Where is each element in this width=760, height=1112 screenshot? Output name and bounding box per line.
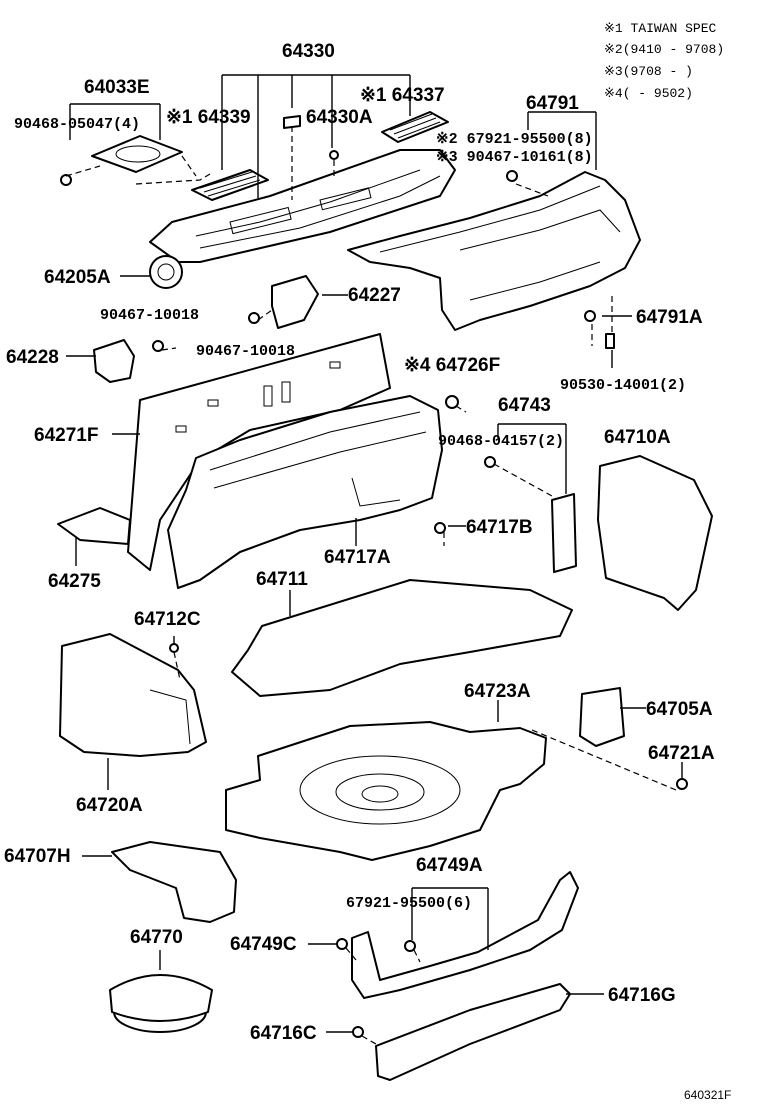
part-label-90467-10018-top[interactable]: 90467-10018 xyxy=(100,307,200,324)
part-label-90467-10161[interactable]: ※3 90467-10161(8) xyxy=(436,149,593,166)
legend-item-2: ※2(9410 - 9708) xyxy=(604,42,725,57)
bracket-64227-shape xyxy=(271,275,319,329)
trunk-trim-64717a-shape xyxy=(167,395,443,589)
part-label-64721a[interactable]: 64721A xyxy=(648,743,715,764)
part-label-90467-10018-bottom[interactable]: 90467-10018 xyxy=(196,343,296,360)
part-label-64717b[interactable]: 64717B xyxy=(466,517,533,538)
legend-item-4: ※4( - 9502) xyxy=(604,86,693,101)
panel-64275-shape xyxy=(57,507,131,545)
grommet-64205a-shape xyxy=(149,255,183,289)
part-label-90530-14001[interactable]: 90530-14001(2) xyxy=(560,377,687,394)
part-label-64705a[interactable]: 64705A xyxy=(646,699,713,720)
part-label-90468-05047[interactable]: 90468-05047(4) xyxy=(14,116,141,133)
part-label-64227[interactable]: 64227 xyxy=(348,285,401,306)
tray-64770-shape xyxy=(109,974,213,1033)
legend-item-3: ※3(9708 - ) xyxy=(604,64,693,79)
speaker-grille-64339-shape xyxy=(191,169,269,201)
plate-64716g-shape xyxy=(375,983,571,1081)
part-label-64339[interactable]: ※1 64339 xyxy=(166,107,251,128)
part-label-64228[interactable]: 64228 xyxy=(6,347,59,368)
part-label-64271f[interactable]: 64271F xyxy=(34,425,99,446)
part-label-67921-95500-8[interactable]: ※2 67921-95500(8) xyxy=(436,131,593,148)
clip-64791a-shape xyxy=(584,310,596,322)
bracket-64228-shape xyxy=(93,339,135,383)
part-label-64791[interactable]: 64791 xyxy=(526,93,579,114)
speaker-grille-64337-shape xyxy=(381,111,449,143)
block-64705a-shape xyxy=(579,687,625,747)
part-label-64770[interactable]: 64770 xyxy=(130,927,183,948)
part-label-64711[interactable]: 64711 xyxy=(256,569,308,590)
part-label-64716g[interactable]: 64716G xyxy=(608,985,676,1006)
part-label-64330[interactable]: 64330 xyxy=(282,41,335,62)
figure-code: 640321F xyxy=(684,1088,732,1102)
side-trim-64710a-shape xyxy=(597,455,713,611)
part-label-64726f[interactable]: ※4 64726F xyxy=(404,355,501,376)
package-tray-shape xyxy=(149,149,456,263)
part-label-90468-04157[interactable]: 90468-04157(2) xyxy=(438,433,565,450)
part-label-64749c[interactable]: 64749C xyxy=(230,934,297,955)
part-label-64717a[interactable]: 64717A xyxy=(324,547,391,568)
trim-64749a-shape xyxy=(351,871,579,999)
part-label-64337[interactable]: ※1 64337 xyxy=(360,85,445,106)
side-cover-64720a-shape xyxy=(59,633,207,757)
trunk-lid-trim-shape xyxy=(347,171,641,331)
part-label-64033e[interactable]: 64033E xyxy=(84,77,150,98)
part-label-64330a[interactable]: 64330A xyxy=(306,107,373,128)
cover-64033e-shape xyxy=(91,135,183,173)
part-label-64275[interactable]: 64275 xyxy=(48,571,101,592)
spare-tire-cover-64723a-shape xyxy=(225,721,547,861)
part-label-64791a[interactable]: 64791A xyxy=(636,307,703,328)
rear-panel-64271f-shape xyxy=(127,333,391,571)
floor-mat-64711-shape xyxy=(231,579,573,697)
part-label-64720a[interactable]: 64720A xyxy=(76,795,143,816)
part-label-64723a[interactable]: 64723A xyxy=(464,681,531,702)
part-label-64712c[interactable]: 64712C xyxy=(134,609,201,630)
part-label-64707h[interactable]: 64707H xyxy=(4,846,71,867)
block-64707h-shape xyxy=(111,841,237,923)
part-label-67921-95500-6[interactable]: 67921-95500(6) xyxy=(346,895,473,912)
part-label-64743[interactable]: 64743 xyxy=(498,395,551,416)
part-label-64710a[interactable]: 64710A xyxy=(604,427,671,448)
clip-90530-shape xyxy=(605,333,615,349)
part-label-64716c[interactable]: 64716C xyxy=(250,1023,317,1044)
part-label-64205a[interactable]: 64205A xyxy=(44,267,111,288)
part-label-64749a[interactable]: 64749A xyxy=(416,855,483,876)
strip-64743-shape xyxy=(551,493,577,573)
cap-64330a-shape xyxy=(283,115,301,129)
legend-item-1: ※1 TAIWAN SPEC xyxy=(604,21,717,36)
